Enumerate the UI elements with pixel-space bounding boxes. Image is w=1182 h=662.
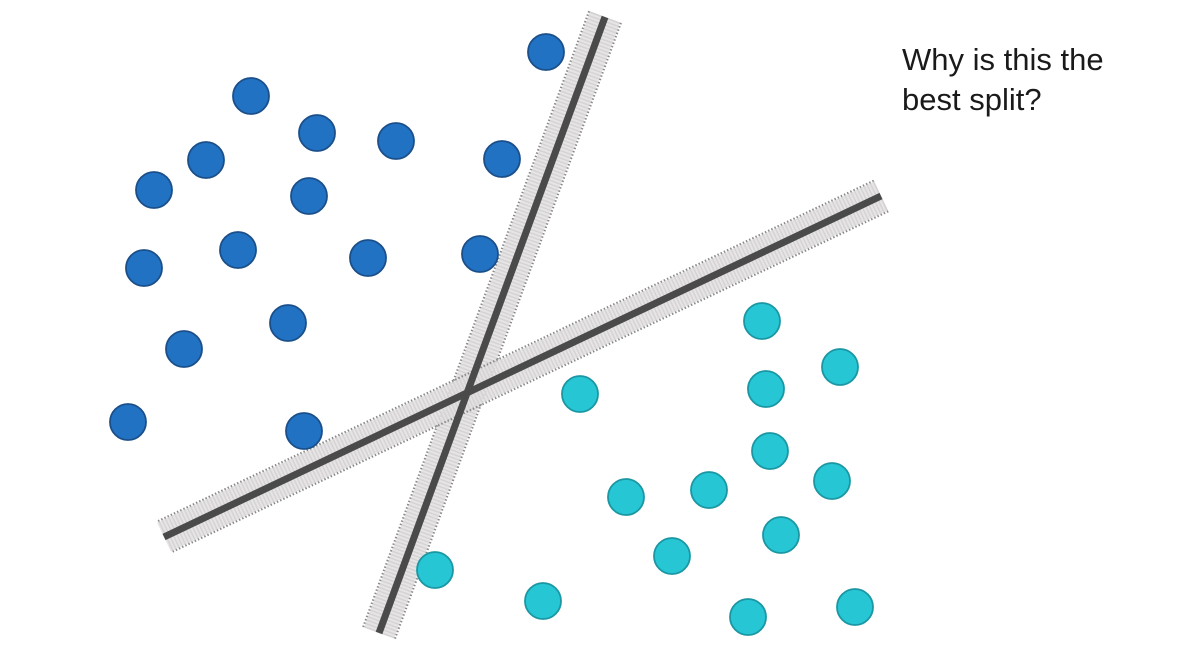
class-a-point — [349, 239, 387, 277]
class-b-point — [690, 471, 728, 509]
class-a-point — [165, 330, 203, 368]
class-b-point — [762, 516, 800, 554]
class-a-point — [290, 177, 328, 215]
class-a-point — [269, 304, 307, 342]
class-a-point — [461, 235, 499, 273]
class-a-point — [285, 412, 323, 450]
class-b-point — [653, 537, 691, 575]
class-a-point — [527, 33, 565, 71]
class-b-point — [561, 375, 599, 413]
class-b-point — [743, 302, 781, 340]
class-a-point — [298, 114, 336, 152]
question-text: Why is this the best split? — [902, 40, 1172, 120]
split-line-steep — [375, 15, 609, 635]
class-b-point — [813, 462, 851, 500]
class-b-point — [751, 432, 789, 470]
question-line-2: best split? — [902, 82, 1042, 117]
class-a-point — [135, 171, 173, 209]
class-a-point — [125, 249, 163, 287]
class-b-point — [524, 582, 562, 620]
class-a-point — [219, 231, 257, 269]
class-b-point — [729, 598, 767, 636]
class-a-point — [109, 403, 147, 441]
class-a-point — [483, 140, 521, 178]
class-a-point — [377, 122, 415, 160]
class-b-point — [607, 478, 645, 516]
split-line-shallow — [162, 192, 883, 541]
question-line-1: Why is this the — [902, 42, 1104, 77]
class-b-point — [747, 370, 785, 408]
class-a-point — [232, 77, 270, 115]
class-a-point — [187, 141, 225, 179]
class-b-point — [836, 588, 874, 626]
class-b-point — [821, 348, 859, 386]
class-b-point — [416, 551, 454, 589]
